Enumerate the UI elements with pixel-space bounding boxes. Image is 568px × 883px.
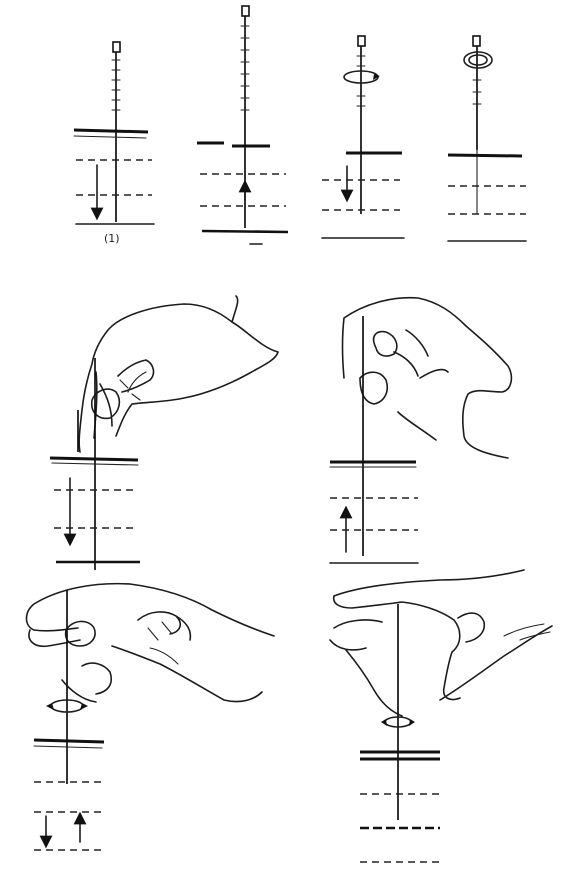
panel-hand-insert xyxy=(50,296,278,570)
panel-needle-rotate xyxy=(448,36,526,241)
hand-outline xyxy=(27,584,275,702)
panel-needle-lift-up xyxy=(197,6,288,244)
panel-needle-twirl xyxy=(322,36,404,238)
hand-outline xyxy=(79,296,278,452)
hand-outline xyxy=(343,298,512,458)
needle-handle-top xyxy=(358,36,365,46)
panel-hand-twirl-lift-thrust xyxy=(27,584,275,850)
panel-hand-twirl xyxy=(330,570,552,862)
skin-surface-line xyxy=(448,155,522,156)
needle-handle-top xyxy=(473,36,480,46)
needle-handle-top xyxy=(242,6,249,16)
skin-surface-line xyxy=(74,130,148,132)
panel-label: (1) xyxy=(104,232,120,245)
skin-surface-line xyxy=(34,740,104,742)
hand-outline xyxy=(330,570,552,716)
thumb xyxy=(66,621,95,646)
skin-surface-line xyxy=(50,458,138,460)
needle-handle-top xyxy=(113,42,120,52)
tissue-layer-3 xyxy=(202,231,288,232)
panel-hand-lift xyxy=(330,298,511,563)
panel-needle-insert-down: (1) xyxy=(74,42,154,245)
